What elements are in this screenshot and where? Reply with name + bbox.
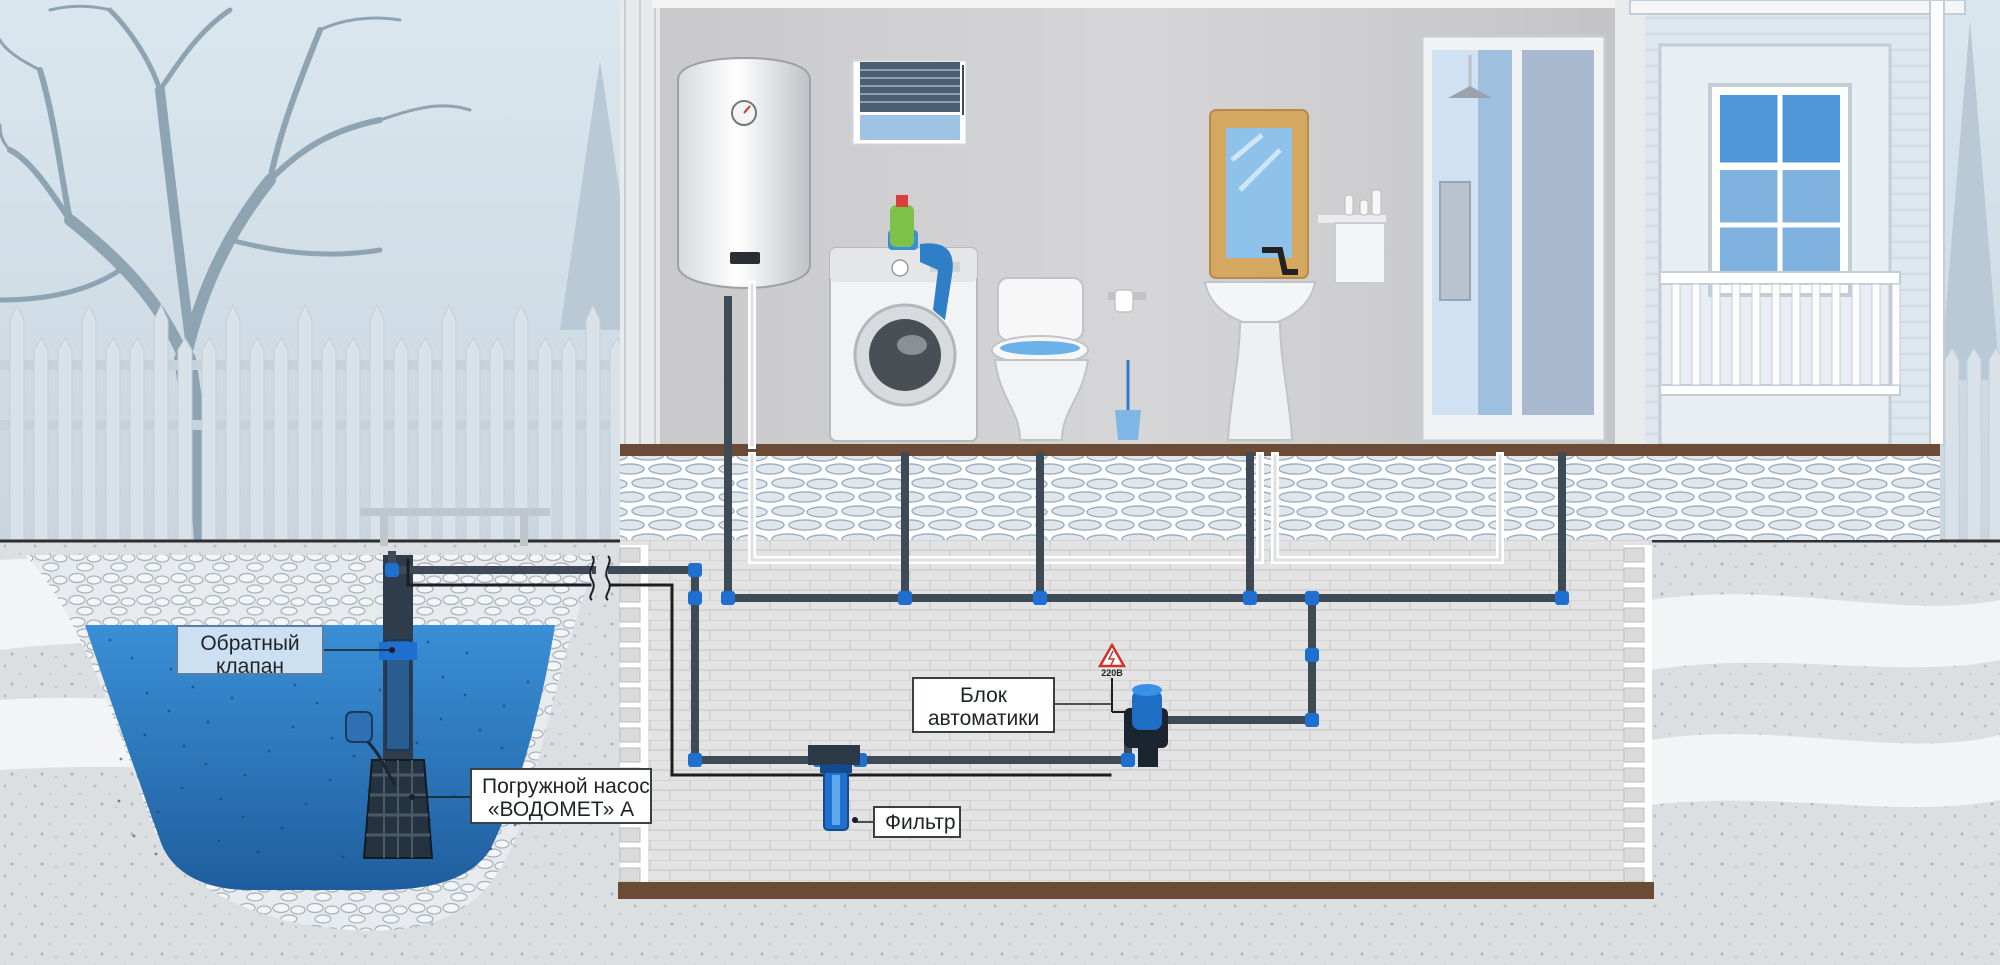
basement-pillar-right bbox=[1623, 545, 1652, 885]
well-water bbox=[85, 625, 555, 890]
voltage-warning-sign bbox=[1097, 642, 1128, 713]
automation-label: Блок автоматики bbox=[912, 677, 1055, 733]
water-heater bbox=[677, 56, 811, 290]
toilet-brush bbox=[1115, 360, 1141, 440]
water-filter bbox=[808, 745, 860, 831]
check-valve bbox=[385, 645, 411, 657]
snow-layer bbox=[1650, 594, 2000, 670]
pipe-break-symbol bbox=[589, 555, 611, 601]
porch-roof bbox=[1629, 0, 1966, 15]
check-valve-label: Обратный клапан bbox=[176, 625, 324, 678]
pump-label-line1: Погружной насос bbox=[482, 775, 650, 798]
house-wall-right bbox=[1615, 0, 1645, 445]
snow-layer bbox=[1650, 734, 2000, 808]
bathroom-shelf bbox=[1318, 189, 1386, 284]
toilet-paper-holder bbox=[1108, 289, 1146, 313]
automation-label-line1: Блок bbox=[960, 684, 1007, 707]
automation-label-line2: автоматики bbox=[927, 707, 1040, 730]
basement-pillar-left bbox=[619, 545, 648, 885]
check-valve-label-line1: Обратный bbox=[200, 632, 300, 655]
washing-machine bbox=[829, 195, 978, 442]
toilet bbox=[991, 277, 1090, 441]
floor-beam bbox=[620, 444, 1940, 456]
float-switch bbox=[345, 711, 397, 786]
porch-railing bbox=[1659, 271, 1901, 396]
check-valve-label-line2: клапан bbox=[215, 655, 284, 678]
pump-label: Погружной насос «ВОДОМЕТ» А bbox=[470, 768, 652, 824]
shower-cabin bbox=[1420, 34, 1607, 443]
fence-pickets-right bbox=[1944, 347, 2000, 541]
stone-foundation bbox=[620, 456, 1940, 540]
pump-label-line2: «ВОДОМЕТ» А bbox=[487, 798, 635, 821]
filter-label: Фильтр bbox=[873, 806, 961, 838]
voltage-label: 220В bbox=[1101, 668, 1123, 678]
bathroom-window bbox=[850, 58, 969, 147]
well-head bbox=[360, 508, 550, 546]
pine-tree bbox=[1940, 20, 2000, 380]
control-unit bbox=[1124, 684, 1168, 767]
fence-pickets-left bbox=[9, 303, 625, 541]
basement-floor bbox=[618, 882, 1654, 899]
porch-window bbox=[1708, 83, 1852, 297]
sink bbox=[1203, 247, 1317, 441]
mirror bbox=[1209, 109, 1309, 279]
